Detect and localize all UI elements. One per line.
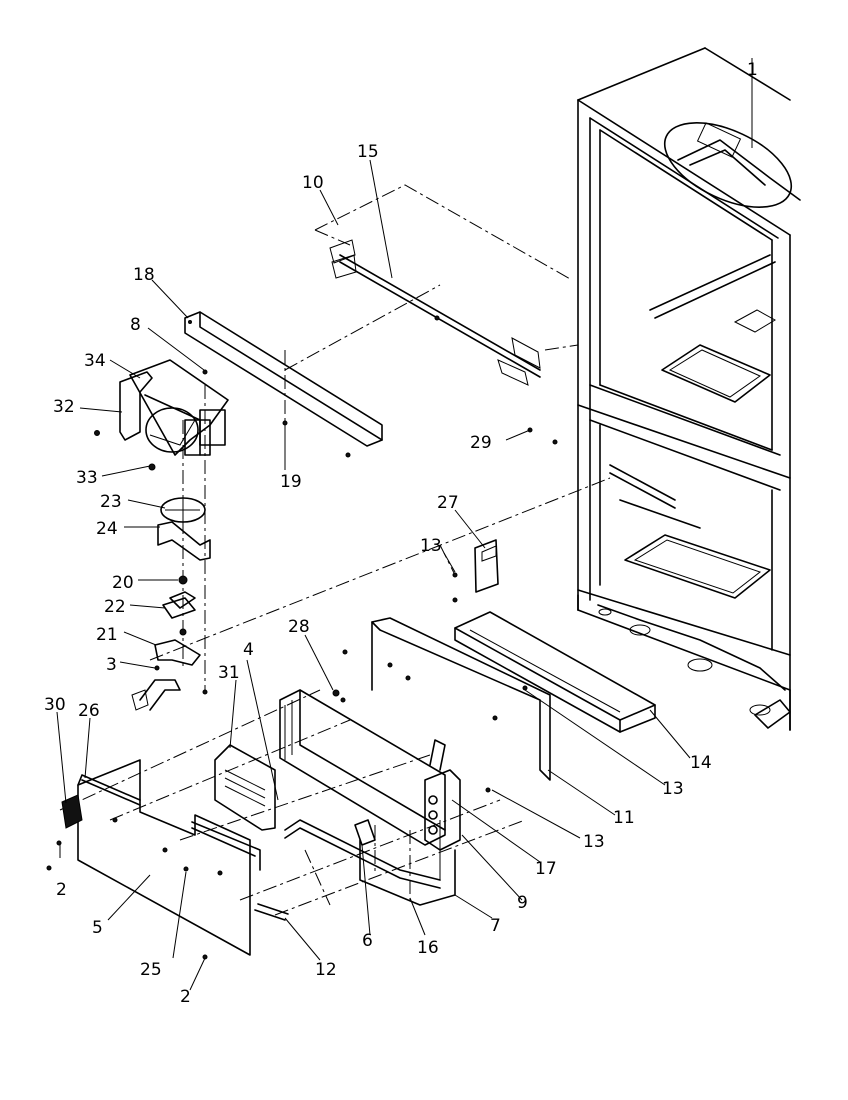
- callout-12: 12: [315, 960, 337, 980]
- callout-13c: 13: [583, 832, 605, 852]
- callout-27: 27: [437, 493, 459, 513]
- callout-17: 17: [535, 859, 557, 879]
- callout-23: 23: [100, 492, 122, 512]
- assembly-lines: [59, 184, 611, 916]
- part-5-rear-panel: [77, 759, 261, 956]
- callout-9: 9: [517, 893, 528, 913]
- callout-7: 7: [490, 916, 501, 936]
- callout-13b: 13: [662, 779, 684, 799]
- callout-28: 28: [288, 617, 310, 637]
- callout-11: 11: [613, 808, 635, 828]
- part-12-tube: [254, 903, 289, 921]
- callout-21: 21: [96, 625, 118, 645]
- callout-labels: 1 2 2 3 4 5 6 7 8 9 10 11 12 13 13 13 14…: [44, 60, 758, 1007]
- fan-motor-assembly: [94, 359, 229, 695]
- callout-22: 22: [104, 597, 126, 617]
- callout-15: 15: [357, 142, 379, 162]
- screws: [46, 420, 558, 960]
- callout-20: 20: [112, 573, 134, 593]
- callout-32: 32: [53, 397, 75, 417]
- part-14-drain-trough: [454, 611, 656, 733]
- callout-2b: 2: [180, 987, 191, 1007]
- callout-24: 24: [96, 519, 118, 539]
- part-15-support-rail: [329, 239, 541, 386]
- callout-6: 6: [362, 931, 373, 951]
- callout-1: 1: [747, 60, 758, 80]
- callout-30: 30: [44, 695, 66, 715]
- refrigerator-cabinet: [577, 47, 801, 731]
- callout-14: 14: [690, 753, 712, 773]
- part-18-mounting-bracket: [184, 311, 383, 447]
- callout-8: 8: [130, 315, 141, 335]
- leader-lines: [56, 58, 753, 991]
- callout-34: 34: [84, 351, 106, 371]
- part-6-clip: [354, 819, 376, 846]
- defrost-heater: [284, 819, 456, 906]
- callout-4: 4: [243, 640, 254, 660]
- callout-31: 31: [218, 663, 240, 683]
- part-31-shroud: [214, 744, 276, 831]
- callout-3: 3: [106, 655, 117, 675]
- part-27-plate: [474, 539, 499, 593]
- callout-33: 33: [76, 468, 98, 488]
- part-26-30-thermostat: [61, 679, 181, 829]
- part-11-cover-panel: [371, 617, 551, 781]
- callout-10: 10: [302, 173, 324, 193]
- callout-13a: 13: [420, 536, 442, 556]
- callout-2a: 2: [56, 880, 67, 900]
- callout-29: 29: [470, 433, 492, 453]
- callout-26: 26: [78, 701, 100, 721]
- callout-16: 16: [417, 938, 439, 958]
- callout-25: 25: [140, 960, 162, 980]
- callout-18: 18: [133, 265, 155, 285]
- callout-19: 19: [280, 472, 302, 492]
- callout-5: 5: [92, 918, 103, 938]
- part-17-evaporator: [279, 689, 461, 851]
